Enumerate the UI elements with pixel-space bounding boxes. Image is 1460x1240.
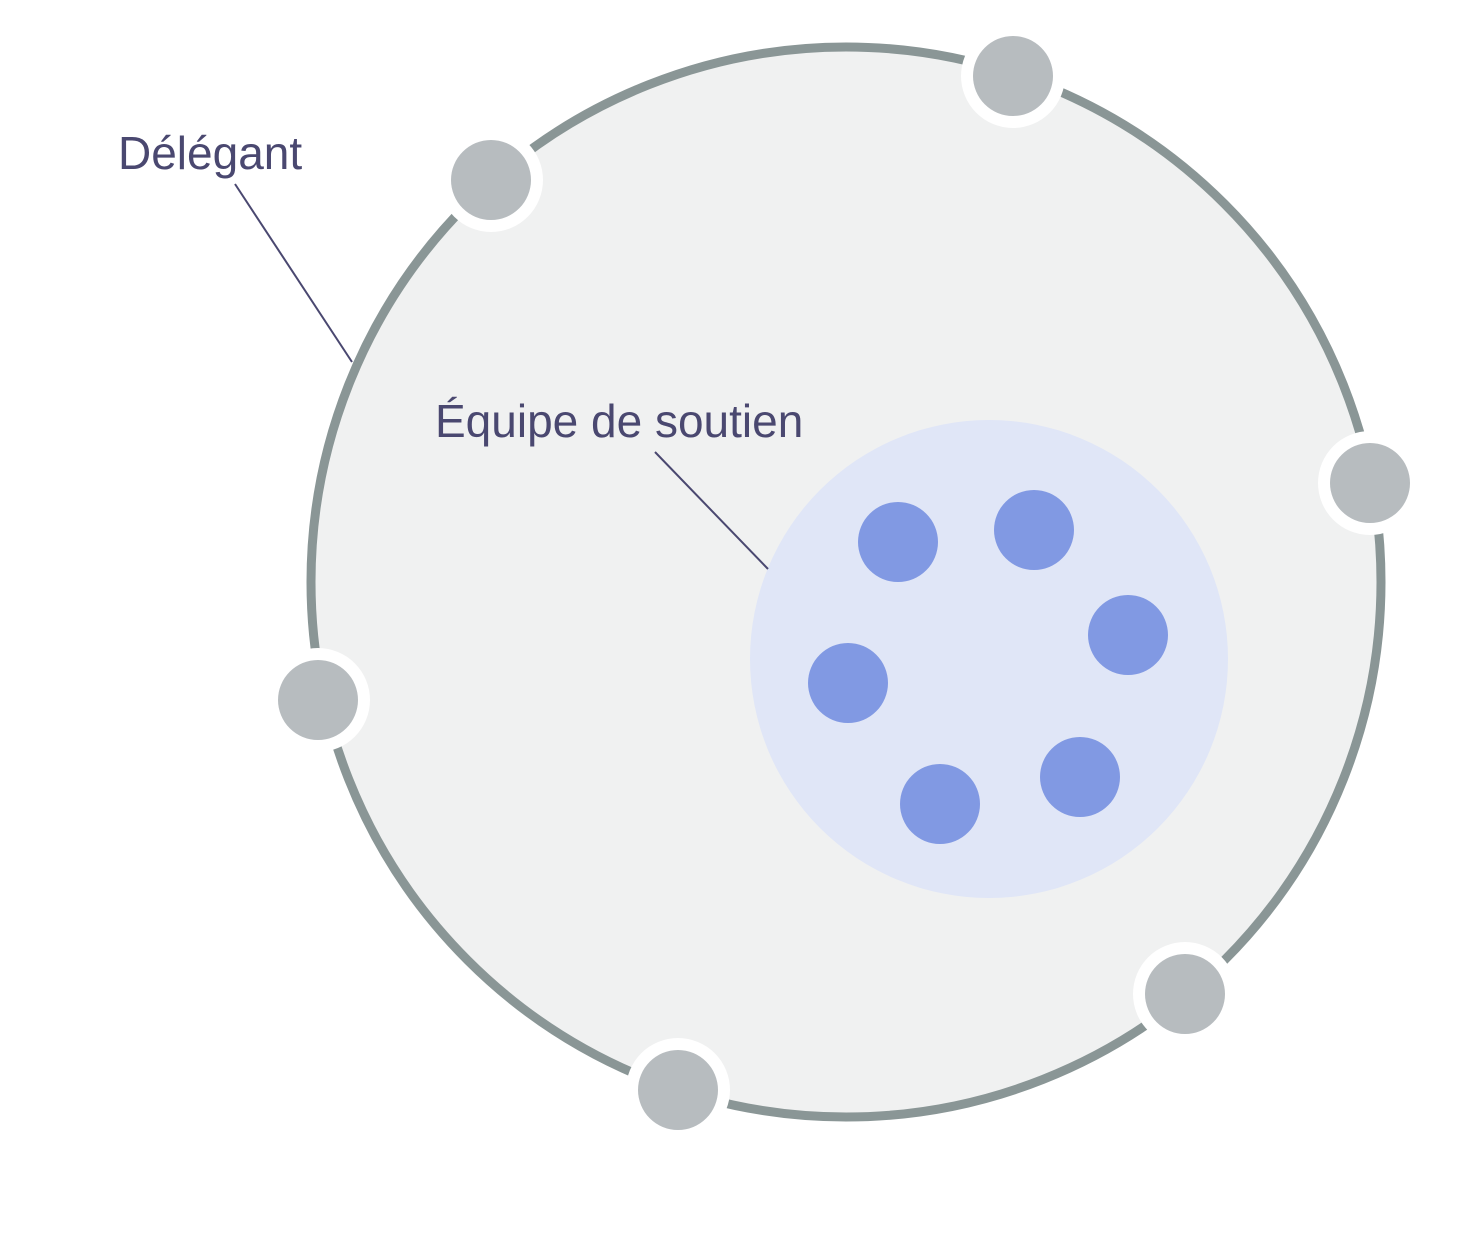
inner-label: Équipe de soutien	[435, 395, 803, 447]
outer-nodes	[266, 24, 1422, 1142]
outer-node	[626, 1038, 730, 1142]
inner-node	[858, 502, 938, 582]
outer-node	[439, 128, 543, 232]
outer-node	[961, 24, 1065, 128]
outer-label: Délégant	[118, 127, 302, 179]
inner-node	[900, 764, 980, 844]
outer-label-leader	[234, 183, 353, 363]
outer-node	[266, 648, 370, 752]
inner-node	[1040, 737, 1120, 817]
inner-nodes	[808, 490, 1168, 844]
inner-label-leader	[654, 451, 769, 570]
outer-circle-ring	[306, 42, 1386, 1122]
inner-node	[1088, 595, 1168, 675]
outer-node	[1318, 431, 1422, 535]
outer-node	[1133, 942, 1237, 1046]
inner-node	[994, 490, 1074, 570]
inner-node	[808, 643, 888, 723]
